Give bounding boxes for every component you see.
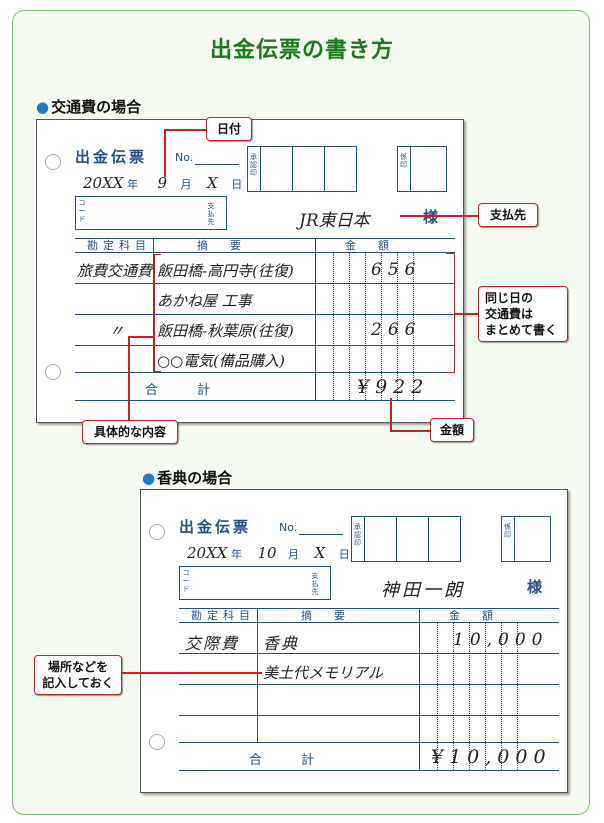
row1-description: 飯田橋-高円寺(往復)	[157, 262, 294, 280]
col-description: 摘 要	[197, 239, 241, 252]
bullet-icon: ●	[142, 469, 156, 487]
slip-title: 出金伝票	[75, 148, 148, 166]
total-amount: ¥10,000	[431, 746, 552, 768]
callout-place: 場所などを 記入しておく	[34, 655, 122, 695]
col-account: 勘定科目	[87, 239, 151, 252]
row2-description: あかね屋 工事	[157, 292, 252, 310]
voucher-condolence: 出金伝票 No. 承認印 係印 20XX 年 10 月 X 日 コード 支払先 …	[140, 489, 568, 793]
total-label: 合 計	[145, 383, 211, 398]
approval-label: 承認印	[354, 523, 361, 547]
code-box: コード	[179, 566, 331, 600]
honorific: 様	[423, 208, 439, 226]
row3-amount: 266	[371, 320, 422, 340]
date-day: X	[207, 174, 218, 192]
date-row: 20XX 年 9 月 X 日	[83, 174, 243, 192]
date-year: 20XX	[83, 174, 124, 192]
payee-name: 神田一朗	[381, 580, 465, 601]
callout-detail: 具体的な内容	[82, 420, 178, 444]
punch-hole	[45, 154, 61, 170]
code-label: コード	[182, 569, 190, 593]
row1-account: 交際費	[185, 634, 240, 653]
row1-amount: 10,000	[453, 630, 549, 650]
bullet-icon: ●	[36, 98, 50, 116]
row3-description: 飯田橋-秋葉原(往復)	[157, 322, 294, 340]
punch-hole	[149, 734, 165, 750]
row2-description: 美土代メモリアル	[263, 664, 383, 682]
slip-no-label: No.	[175, 151, 194, 164]
total-amount: ¥922	[357, 376, 430, 398]
date-year: 20XX	[187, 544, 228, 562]
callout-amount: 金額	[430, 418, 474, 442]
callout-date: 日付	[206, 117, 252, 141]
clerk-label: 係印	[504, 523, 511, 539]
row1-account: 旅費交通費	[77, 262, 153, 280]
approval-stamp-box: 承認印	[351, 516, 461, 562]
page-title: 出金伝票の書き方	[209, 38, 394, 63]
slip-no-label: No.	[279, 521, 298, 534]
col-account: 勘定科目	[191, 609, 255, 622]
total-label: 合 計	[249, 753, 315, 768]
date-month: 10	[257, 544, 277, 562]
row4-description: ○○電気(備品購入)	[157, 352, 285, 370]
payee-name: JR東日本	[299, 211, 370, 231]
row1-description: 香典	[263, 634, 300, 653]
payee-label: 支払先	[311, 572, 319, 596]
col-amount: 金 額	[345, 239, 389, 252]
col-description: 摘 要	[301, 609, 345, 622]
slip-no-line	[299, 534, 343, 535]
date-row: 20XX 年 10 月 X 日	[187, 544, 350, 562]
callout-same-day: 同じ日の 交通費は まとめて書く	[478, 286, 568, 342]
date-day: X	[314, 544, 326, 562]
callout-payee: 支払先	[478, 203, 538, 227]
slip-no-line	[195, 164, 239, 165]
section-title-transport: ●交通費の場合	[36, 98, 142, 116]
approval-label: 承認印	[250, 153, 257, 177]
punch-hole	[45, 364, 61, 380]
code-label: コード	[78, 199, 86, 223]
slip-title: 出金伝票	[179, 518, 252, 536]
clerk-stamp-box: 係印	[397, 146, 447, 192]
honorific: 様	[527, 578, 543, 596]
clerk-stamp-box: 係印	[501, 516, 551, 562]
payee-label: 支払先	[207, 202, 215, 226]
clerk-label: 係印	[400, 153, 407, 169]
approval-stamp-box: 承認印	[247, 146, 357, 192]
code-box: コード	[75, 196, 227, 230]
voucher-transport: 出金伝票 No. 承認印 係印 20XX 年 9 月 X 日 コード 支払先 J…	[36, 119, 464, 423]
row1-amount: 656	[371, 260, 422, 280]
section-title-condolence: ●香典の場合	[142, 469, 233, 487]
punch-hole	[149, 524, 165, 540]
col-amount: 金 額	[449, 609, 493, 622]
row3-account: 〃	[109, 322, 125, 340]
date-month: 9	[157, 174, 167, 192]
